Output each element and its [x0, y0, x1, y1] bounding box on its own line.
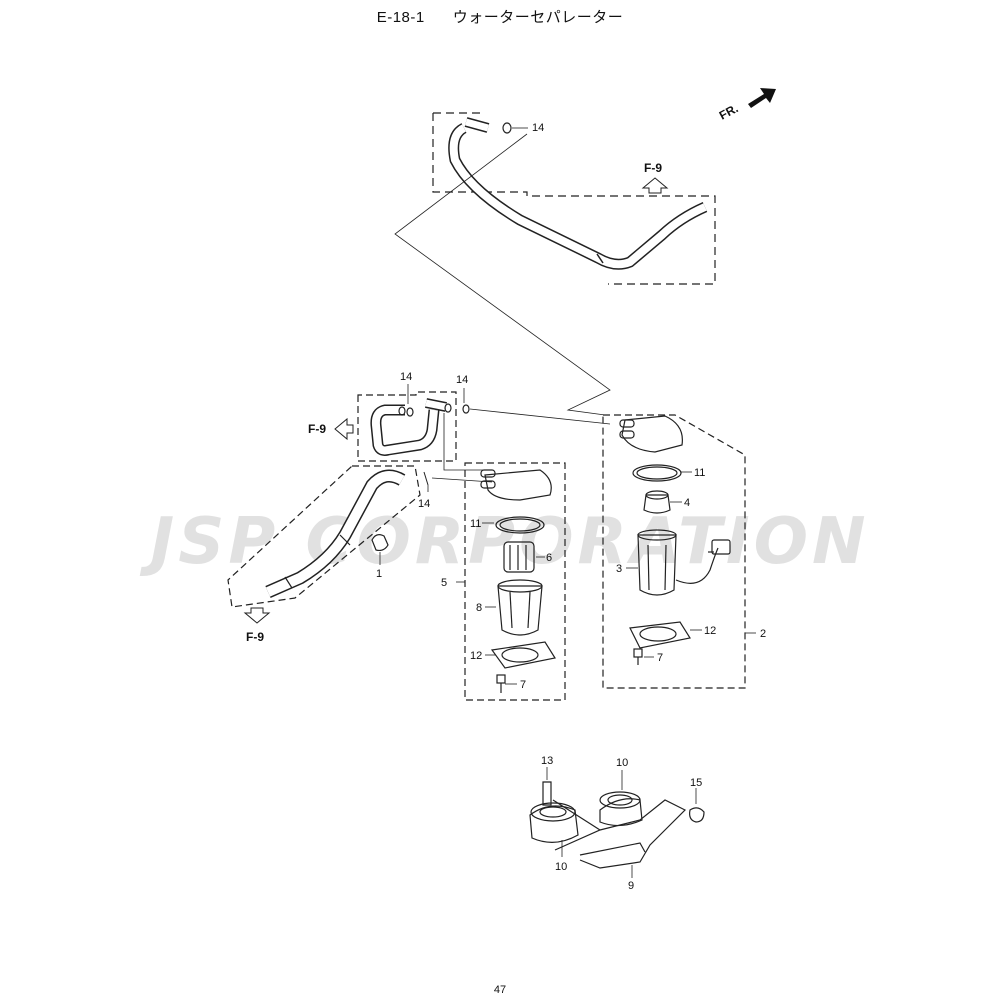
callout-9: 9	[628, 880, 634, 892]
callout-14-top: 14	[532, 122, 544, 134]
callout-6: 6	[546, 552, 552, 564]
callout-7-right: 7	[657, 652, 663, 664]
callout-4: 4	[684, 497, 690, 509]
arrow-up-icon	[641, 177, 669, 194]
callout-7-center: 7	[520, 679, 526, 691]
title-name: ウォーターセパレーター	[452, 9, 624, 26]
callout-3: 3	[616, 563, 622, 575]
ref-f9-down: F-9	[243, 607, 271, 644]
ref-f9-up-label: F-9	[644, 161, 662, 175]
callout-14-lower: 14	[418, 498, 430, 510]
separator-assembly-5	[456, 462, 566, 701]
callout-14-mid-left: 14	[400, 371, 412, 383]
callout-11-right: 11	[694, 467, 705, 479]
middle-hose-assembly	[227, 384, 611, 608]
callout-13: 13	[541, 755, 553, 767]
callout-1: 1	[376, 568, 382, 580]
arrow-left-icon	[334, 417, 354, 441]
page-number: 47	[493, 984, 507, 996]
ref-f9-up: F-9	[641, 161, 669, 194]
bracket-assembly	[529, 767, 705, 878]
front-direction-indicator: FR.	[717, 88, 776, 123]
callout-14-mid-right: 14	[456, 374, 468, 386]
front-arrow-icon	[748, 88, 776, 108]
separator-assembly-2	[602, 414, 756, 689]
callout-11-center: 11	[470, 518, 481, 530]
front-label: FR.	[717, 101, 741, 122]
callout-10-top: 10	[616, 757, 628, 769]
callout-12-center: 12	[470, 650, 482, 662]
callout-8: 8	[476, 602, 482, 614]
arrow-down-icon	[243, 607, 271, 624]
ref-f9-left: F-9	[308, 417, 354, 441]
callout-2: 2	[760, 628, 766, 640]
page-title: E-18-1 ウォーターセパレーター	[0, 6, 1000, 27]
ref-f9-down-label: F-9	[246, 630, 264, 644]
callout-15: 15	[690, 777, 702, 789]
ref-f9-left-label: F-9	[308, 422, 326, 436]
title-code: E-18-1	[376, 9, 425, 26]
callout-10-bottom: 10	[555, 861, 567, 873]
top-hose-assembly	[394, 112, 716, 416]
callout-5: 5	[441, 577, 447, 589]
callout-12-right: 12	[704, 625, 716, 637]
